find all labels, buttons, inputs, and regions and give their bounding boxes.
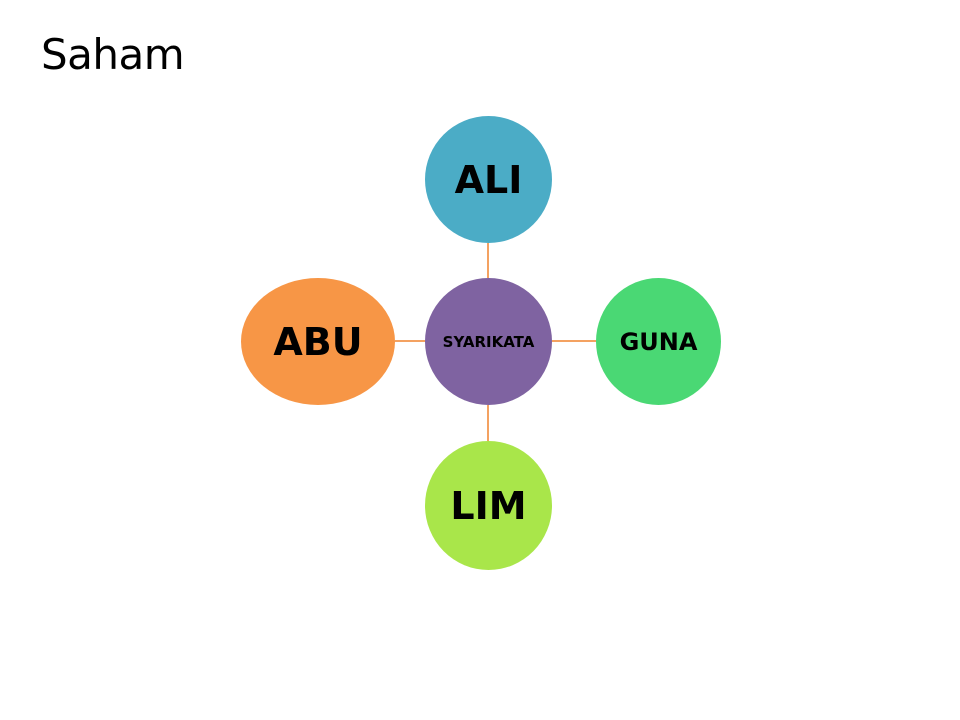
node-lim: LIM: [425, 441, 552, 570]
slide-title: Saham: [41, 30, 185, 79]
node-syarikata-label: SYARIKATA: [442, 332, 535, 351]
node-ali-label: ALI: [454, 157, 523, 202]
node-guna-label: GUNA: [619, 327, 698, 356]
node-ali: ALI: [425, 116, 552, 243]
connector-right: [552, 340, 596, 342]
connector-bottom: [487, 405, 489, 441]
node-guna: GUNA: [596, 278, 721, 405]
connector-left: [395, 340, 425, 342]
connector-top: [487, 243, 489, 278]
node-abu-label: ABU: [273, 319, 363, 364]
node-lim-label: LIM: [450, 483, 527, 528]
node-abu: ABU: [241, 278, 395, 405]
node-syarikata: SYARIKATA: [425, 278, 552, 405]
